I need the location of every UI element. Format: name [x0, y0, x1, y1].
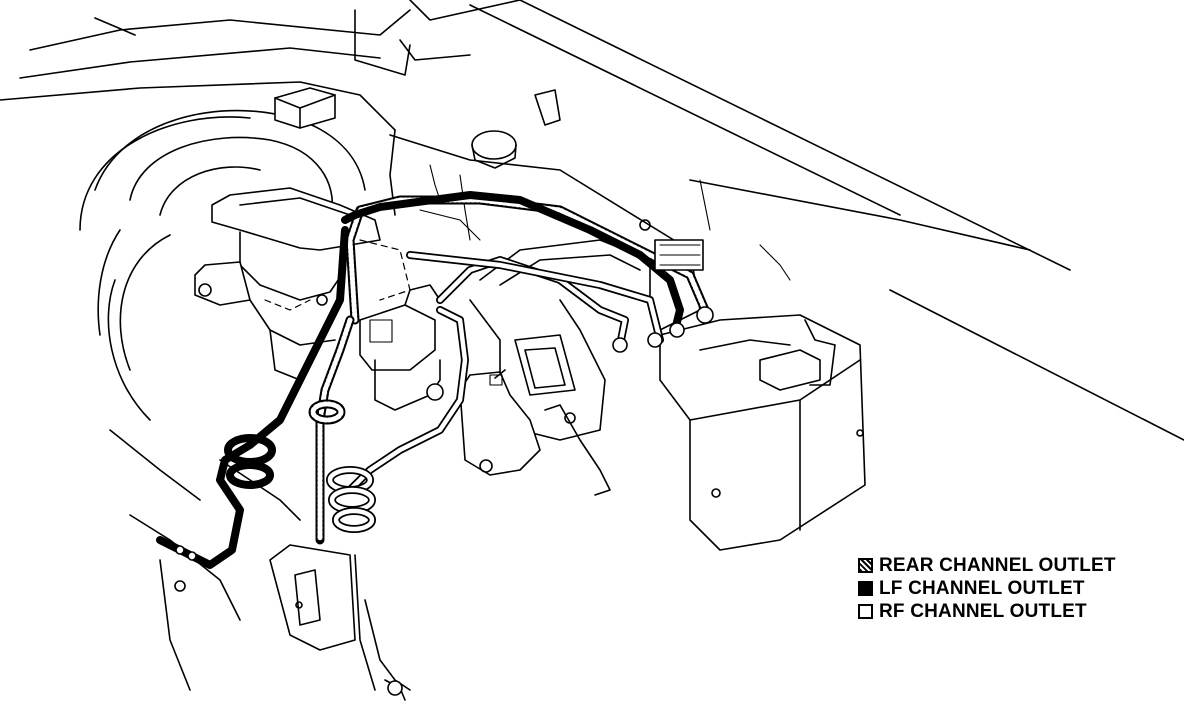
legend-item-rear: REAR CHANNEL OUTLET: [858, 554, 1116, 577]
radiator-cap-and-misc: [389, 89, 791, 331]
battery: [659, 314, 866, 551]
hatched-swatch-icon: [858, 558, 873, 573]
legend-item-lf: LF CHANNEL OUTLET: [858, 577, 1116, 600]
abs-valve-assembly: [359, 284, 444, 411]
mounting-bracket: [459, 369, 611, 496]
brake-booster: [79, 109, 366, 421]
air-duct: [469, 239, 651, 441]
legend-label-rf: RF CHANNEL OUTLET: [879, 600, 1087, 622]
lf-channel-brake-line: [156, 191, 684, 569]
legend: REAR CHANNEL OUTLET LF CHANNEL OUTLET RF…: [858, 554, 1116, 623]
rf-channel-brake-line: [326, 251, 664, 533]
legend-label-rear: REAR CHANNEL OUTLET: [879, 554, 1116, 576]
legend-item-rf: RF CHANNEL OUTLET: [858, 600, 1116, 623]
master-cylinder: [194, 187, 411, 381]
open-swatch-icon: [858, 604, 873, 619]
hose-connector: [157, 539, 406, 701]
lower-fender: [109, 429, 411, 691]
solid-swatch-icon: [858, 581, 873, 596]
line-fittings: [612, 239, 714, 353]
fender-and-hood-outlines: [0, 0, 1184, 441]
legend-label-lf: LF CHANNEL OUTLET: [879, 577, 1085, 599]
relay-box: [274, 87, 336, 129]
